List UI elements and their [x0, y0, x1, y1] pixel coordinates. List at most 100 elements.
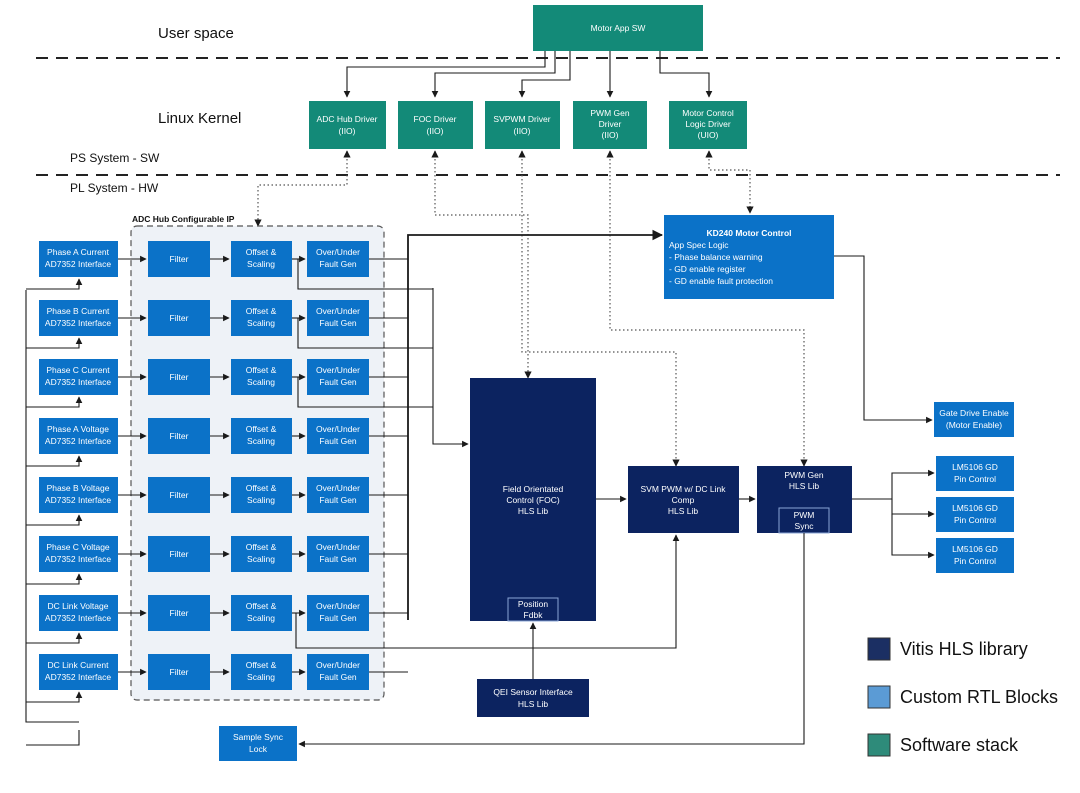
driver-svpwm: SVPWM Driver (IIO) [485, 101, 560, 149]
svg-text:- GD enable fault protection: - GD enable fault protection [669, 276, 773, 286]
svg-text:Control (FOC): Control (FOC) [506, 495, 560, 505]
svg-text:AD7352 Interface: AD7352 Interface [45, 495, 111, 505]
legend-item: Software stack [867, 733, 1019, 757]
svg-text:App Spec Logic: App Spec Logic [669, 240, 729, 250]
svg-text:Filter: Filter [170, 667, 189, 677]
svg-text:AD7352 Interface: AD7352 Interface [45, 377, 111, 387]
driver-motor-control: Motor Control Logic Driver (UIO) [669, 101, 747, 149]
adc-hub-title: ADC Hub Configurable IP [132, 214, 235, 224]
svg-text:Offset &: Offset & [246, 247, 277, 257]
svg-text:SVM PWM w/ DC Link: SVM PWM w/ DC Link [640, 484, 726, 494]
driver-foc: FOC Driver (IIO) [398, 101, 473, 149]
lm5106-gd-2: LM5106 GD Pin Control [936, 497, 1014, 532]
svg-text:Lock: Lock [249, 744, 268, 754]
svg-text:- GD enable register: - GD enable register [669, 264, 746, 274]
svg-text:Offset &: Offset & [246, 542, 277, 552]
svg-text:Fault Gen: Fault Gen [319, 377, 357, 387]
svg-text:Offset &: Offset & [246, 306, 277, 316]
svg-text:Scaling: Scaling [247, 377, 275, 387]
svg-text:Over/Under: Over/Under [316, 306, 360, 316]
svg-text:Phase B Voltage: Phase B Voltage [47, 483, 110, 493]
svg-text:AD7352 Interface: AD7352 Interface [45, 318, 111, 328]
svg-text:Gate Drive Enable: Gate Drive Enable [939, 408, 1009, 418]
label-pl-system: PL System - HW [70, 181, 159, 195]
svg-text:LM5106 GD: LM5106 GD [952, 462, 998, 472]
driver-pwm-gen: PWM Gen Driver (IIO) [573, 101, 647, 149]
svg-text:Scaling: Scaling [247, 672, 275, 682]
legend-item: Custom RTL Blocks [867, 685, 1058, 709]
svg-text:Fault Gen: Fault Gen [319, 554, 357, 564]
svg-text:- Phase balance warning: - Phase balance warning [669, 252, 763, 262]
svg-text:Offset &: Offset & [246, 601, 277, 611]
lm5106-gd-3: LM5106 GD Pin Control [936, 538, 1014, 573]
svg-text:DC Link Current: DC Link Current [48, 660, 110, 670]
svg-text:Over/Under: Over/Under [316, 483, 360, 493]
svg-text:(IIO): (IIO) [514, 126, 531, 136]
label-ps-system: PS System - SW [70, 151, 160, 165]
svg-text:Filter: Filter [170, 313, 189, 323]
svg-text:Filter: Filter [170, 549, 189, 559]
svg-text:Phase A Voltage: Phase A Voltage [47, 424, 109, 434]
svg-text:Phase B Current: Phase B Current [47, 306, 110, 316]
svg-text:Over/Under: Over/Under [316, 542, 360, 552]
motor-app-label: Motor App SW [591, 23, 646, 33]
svg-text:Scaling: Scaling [247, 613, 275, 623]
svg-text:Filter: Filter [170, 431, 189, 441]
svg-text:(IIO): (IIO) [339, 126, 356, 136]
svg-text:Scaling: Scaling [247, 318, 275, 328]
legend-item: Vitis HLS library [867, 637, 1028, 661]
pwm-gen-block: PWM Gen HLS Lib PWM Sync [757, 466, 852, 534]
sample-sync-lock: Sample Sync Lock [219, 726, 297, 761]
svg-text:Scaling: Scaling [247, 436, 275, 446]
svg-text:ADC Hub Driver: ADC Hub Driver [317, 114, 378, 124]
svg-text:Fault Gen: Fault Gen [319, 613, 357, 623]
svg-text:(UIO): (UIO) [698, 130, 719, 140]
svg-text:(IIO): (IIO) [427, 126, 444, 136]
lm5106-gd-1: LM5106 GD Pin Control [936, 456, 1014, 491]
svg-text:PWM: PWM [794, 510, 815, 520]
svg-text:DC Link Voltage: DC Link Voltage [48, 601, 109, 611]
svg-text:PWM Gen: PWM Gen [784, 470, 823, 480]
svg-text:Vitis HLS library: Vitis HLS library [900, 639, 1028, 659]
foc-hls-block: Field Orientated Control (FOC) HLS Lib P… [470, 378, 596, 622]
adc-hub-container [130, 225, 385, 701]
svg-text:Scaling: Scaling [247, 554, 275, 564]
qei-sensor-interface: QEI Sensor Interface HLS Lib [477, 679, 589, 717]
svm-pwm-block: SVM PWM w/ DC Link Comp HLS Lib [628, 466, 739, 533]
svg-text:Logic Driver: Logic Driver [685, 119, 731, 129]
svg-text:Phase C Current: Phase C Current [46, 365, 110, 375]
gate-drive-enable: Gate Drive Enable (Motor Enable) [934, 402, 1014, 437]
svg-text:Offset &: Offset & [246, 660, 277, 670]
svg-text:Offset &: Offset & [246, 365, 277, 375]
svg-text:Fault Gen: Fault Gen [319, 259, 357, 269]
svg-text:(IIO): (IIO) [602, 130, 619, 140]
svg-text:Over/Under: Over/Under [316, 247, 360, 257]
svg-text:(Motor Enable): (Motor Enable) [946, 420, 1002, 430]
svg-text:Scaling: Scaling [247, 259, 275, 269]
svg-text:PWM Gen: PWM Gen [590, 108, 629, 118]
svg-text:Pin Control: Pin Control [954, 474, 996, 484]
svg-text:Over/Under: Over/Under [316, 660, 360, 670]
svg-text:Field Orientated: Field Orientated [503, 484, 564, 494]
svg-text:SVPWM Driver: SVPWM Driver [493, 114, 550, 124]
svg-text:Sample Sync: Sample Sync [233, 732, 284, 742]
svg-text:Filter: Filter [170, 608, 189, 618]
svg-text:Sync: Sync [795, 521, 815, 531]
svg-text:Offset &: Offset & [246, 483, 277, 493]
svg-text:HLS Lib: HLS Lib [668, 506, 699, 516]
svg-text:LM5106 GD: LM5106 GD [952, 544, 998, 554]
svg-text:HLS Lib: HLS Lib [518, 506, 549, 516]
svg-text:AD7352 Interface: AD7352 Interface [45, 259, 111, 269]
driver-adc-hub: ADC Hub Driver (IIO) [309, 101, 386, 149]
svg-text:Filter: Filter [170, 254, 189, 264]
svg-text:Pin Control: Pin Control [954, 556, 996, 566]
svg-text:HLS Lib: HLS Lib [789, 481, 820, 491]
svg-text:Scaling: Scaling [247, 495, 275, 505]
svg-text:KD240 Motor Control: KD240 Motor Control [707, 228, 792, 238]
svg-text:AD7352 Interface: AD7352 Interface [45, 554, 111, 564]
